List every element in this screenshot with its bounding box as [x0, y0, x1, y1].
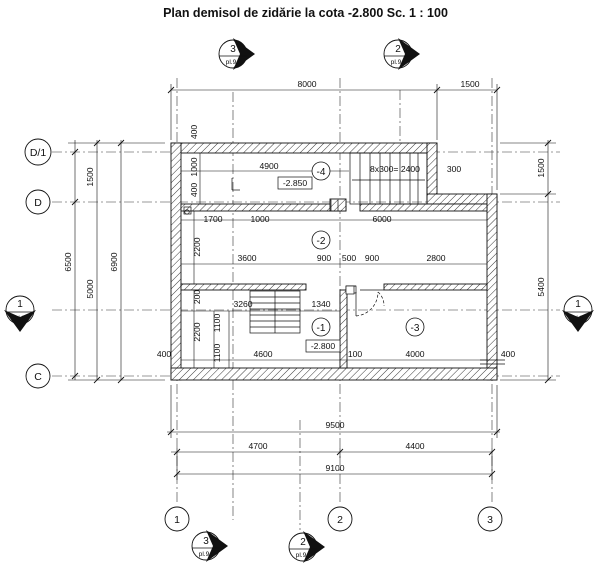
dim-400-top: 400: [189, 125, 199, 140]
section-ref: pl.8: [573, 315, 584, 322]
section-marker-top-2: 2 pl.9: [383, 38, 420, 70]
dim-4900: 4900: [259, 161, 278, 171]
dim-right-5400: 5400: [536, 277, 546, 296]
dim-200: 200: [192, 290, 202, 305]
level-marks: -2.850 -2.800: [277, 176, 341, 353]
section-num: 1: [575, 299, 581, 310]
room-tag-2: -2: [317, 236, 326, 247]
dim-1000: 1000: [189, 157, 199, 176]
dim-6000: 6000: [372, 214, 391, 224]
section-marker-right-1: 1 pl.8: [562, 295, 594, 332]
dim-bot-9100: 9100: [325, 463, 344, 473]
dim-2200-b: 2200: [192, 322, 202, 341]
dim-bot-9500: 9500: [325, 420, 344, 430]
room-tag-1: -1: [317, 323, 326, 334]
dim-top-8000: 8000: [297, 79, 316, 89]
section-num: 2: [300, 537, 306, 548]
dim-1000-b: 1000: [250, 214, 269, 224]
room-tag-4: -4: [317, 167, 326, 178]
dim-500: 500: [342, 253, 357, 263]
walls: [170, 142, 498, 381]
dim-bot-4700: 4700: [248, 441, 267, 451]
section-marker-bottom-2: 2 pl.9: [288, 531, 325, 563]
dim-left-6900: 6900: [109, 252, 119, 271]
dim-4600: 4600: [253, 349, 272, 359]
section-num: 3: [203, 536, 209, 547]
dim-2200-a: 2200: [192, 237, 202, 256]
dim-1100-a: 1100: [212, 314, 222, 333]
dim-1700: 1700: [203, 214, 222, 224]
dim-1100-b: 1100: [212, 344, 222, 363]
dim-stair-2400: 8x300= 2400: [370, 164, 420, 174]
dim-4000: 4000: [405, 349, 424, 359]
section-num: 1: [17, 299, 23, 310]
dim-900-a: 900: [317, 253, 332, 263]
level-2850: -2.850: [283, 178, 308, 188]
dim-300: 300: [447, 164, 462, 174]
room-tags: [311, 161, 425, 337]
section-ref: pl.9: [391, 59, 402, 66]
axis-col-2: 2: [337, 514, 343, 526]
dimension-texts: 8000 1500 9500 4700 4400 9100 6500 6900 …: [63, 79, 546, 473]
dim-400-left: 400: [157, 349, 172, 359]
section-ref: pl.8: [15, 315, 26, 322]
section-ref: pl.9: [199, 551, 210, 558]
dim-left-1500: 1500: [85, 167, 95, 186]
axis-row-d: D: [34, 197, 42, 209]
dim-right-1500: 1500: [536, 158, 546, 177]
section-marker-left-1: 1 pl.8: [4, 295, 36, 332]
dim-top-1500: 1500: [460, 79, 479, 89]
dim-2800: 2800: [426, 253, 445, 263]
axis-col-3: 3: [487, 514, 493, 526]
room-tag-3: -3: [411, 323, 420, 334]
dim-left-5000: 5000: [85, 279, 95, 298]
stair-upper: [349, 152, 428, 205]
dim-bot-4400: 4400: [405, 441, 424, 451]
section-ref: pl.9: [226, 59, 237, 66]
drawing-title: Plan demisol de zidărie la cota -2.800 S…: [163, 6, 448, 20]
section-marker-top-3: 3 pl.9: [218, 38, 255, 70]
dimension-ticks: [71, 86, 552, 478]
dim-3600: 3600: [237, 253, 256, 263]
stair-lower: [249, 290, 301, 334]
dim-400-right: 400: [501, 349, 516, 359]
dim-900-b: 900: [365, 253, 380, 263]
section-num: 2: [395, 44, 401, 55]
dim-left-6500: 6500: [63, 252, 73, 271]
dim-100: 100: [348, 349, 363, 359]
axis-row-c: C: [34, 371, 42, 383]
dim-400-b: 400: [189, 183, 199, 198]
level-2800: -2.800: [311, 341, 336, 351]
exterior-dimension-lines: [68, 84, 556, 480]
axis-row-d1: D/1: [30, 147, 47, 159]
dim-3260: 3260: [233, 299, 252, 309]
axis-row-bubbles: [24, 138, 52, 389]
section-num: 3: [230, 44, 236, 55]
section-marker-bottom-3: 3 pl.9: [191, 530, 228, 562]
dim-1340: 1340: [311, 299, 330, 309]
section-ref: pl.9: [296, 552, 307, 559]
axis-col-bubbles: [164, 506, 503, 532]
axis-col-1: 1: [174, 514, 180, 526]
